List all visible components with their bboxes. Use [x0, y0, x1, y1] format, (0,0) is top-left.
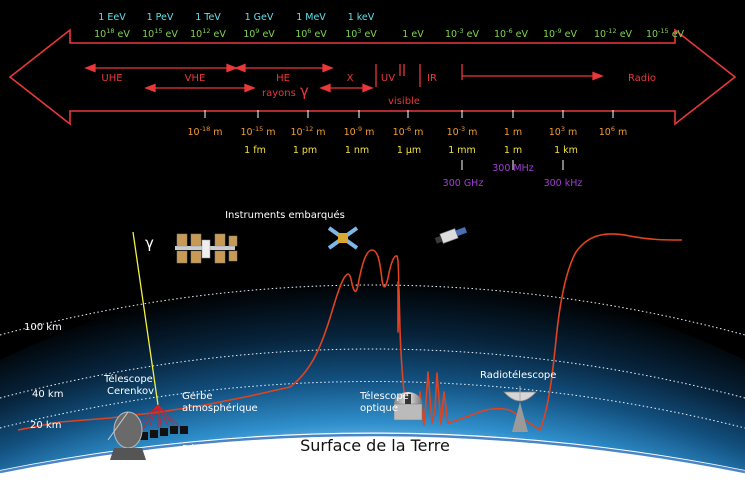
wavelength-label: 10-9 m	[344, 125, 375, 138]
energy-named-label: 1 keV	[348, 12, 375, 23]
altitude-line-40	[0, 348, 745, 399]
energy-named-label: 1 EeV	[98, 12, 126, 23]
altitude-100-label: 100 km	[24, 322, 62, 333]
scintillator-array-label: Réseau de scintillateurs	[182, 443, 246, 467]
optical-telescope-label: Télescope optique	[359, 390, 412, 414]
band-visible: visible	[388, 96, 420, 107]
energy-ev-label: 1015 eV	[142, 27, 178, 40]
earth-surface-line	[0, 433, 745, 474]
energy-named-label: 1 MeV	[296, 12, 326, 23]
wavelength-name-label: 1 m	[504, 145, 522, 156]
band-uhe: UHE	[101, 73, 122, 84]
optical-telescope-icon	[393, 392, 423, 421]
altitude-line-100	[0, 284, 745, 336]
energy-ev-label: 1018 eV	[94, 27, 130, 40]
energy-ev-label: 106 eV	[295, 27, 327, 40]
radio-telescope-icon	[503, 386, 537, 432]
wavelength-label: 103 m	[549, 125, 578, 138]
cerenkov-telescope-label: Télescope Cerenkov	[103, 373, 156, 397]
altitude-40-label: 40 km	[32, 389, 63, 400]
earth-surface-label: Surface de la Terre	[300, 436, 450, 455]
wavelength-label: 1 m	[504, 127, 522, 138]
wavelength-name-label: 1 nm	[345, 145, 369, 156]
wavelength-name-label: 1 km	[554, 145, 578, 156]
space-station-icon	[175, 233, 238, 264]
wavelength-name-label: 1 fm	[244, 145, 266, 156]
energy-named-row: 1 EeV 1 PeV 1 TeV 1 GeV 1 MeV 1 keV	[98, 12, 374, 23]
gamma-ray-symbol: γ	[145, 234, 154, 252]
air-shower-label: Gerbe atmosphérique	[182, 391, 258, 414]
wavelength-label: 10-6 m	[393, 125, 424, 138]
energy-ev-label: 10-3 eV	[445, 27, 479, 40]
energy-ev-label: 10-6 eV	[494, 27, 528, 40]
satellite-icon	[327, 226, 359, 250]
energy-ev-label: 1012 eV	[190, 27, 226, 40]
band-uv: UV	[381, 73, 395, 84]
cerenkov-telescope-icon	[107, 411, 146, 460]
wavelength-ticks	[204, 110, 614, 170]
energy-named-label: 1 TeV	[195, 12, 221, 23]
atmospheric-transmission-curve	[17, 233, 683, 431]
wavelength-label: 10-3 m	[447, 125, 478, 138]
altitude-20-label: 20 km	[30, 420, 61, 431]
energy-ev-row: 1018 eV 1015 eV 1012 eV 109 eV 106 eV 103 eV 1…	[94, 27, 684, 40]
frequency-label: 300 GHz	[443, 178, 484, 189]
wavelength-label: 10-12 m	[291, 125, 326, 138]
energy-ev-label: 10-9 eV	[543, 27, 577, 40]
wavelength-label: 10-15 m	[241, 125, 276, 138]
wavelength-label: 106 m	[599, 125, 628, 138]
gamma-ray-line	[132, 231, 159, 406]
instruments-label: Instruments embarqués	[225, 209, 345, 221]
energy-named-label: 1 PeV	[147, 12, 174, 23]
energy-ev-label: 103 eV	[345, 27, 377, 40]
satellite-icon	[434, 227, 467, 244]
wavelength-row: 10-18 m 10-15 m 10-12 m 10-9 m 10-6 m 10-3 m 1…	[188, 125, 628, 138]
band-arrows	[84, 63, 604, 93]
energy-ev-label: 109 eV	[243, 27, 275, 40]
energy-named-label: 1 GeV	[245, 12, 274, 23]
wavelength-name-row: 1 fm 1 pm 1 nm 1 µm 1 mm 1 m 1 km	[244, 145, 578, 156]
frequency-label: 300 MHz	[492, 163, 533, 174]
wavelength-label: 10-18 m	[188, 125, 223, 138]
wavelength-name-label: 1 pm	[293, 145, 317, 156]
wavelength-name-label: 1 mm	[448, 145, 476, 156]
band-x: X	[347, 73, 354, 84]
altitude-line-20	[0, 381, 745, 429]
spectrum-arrow	[8, 28, 737, 126]
band-ir: IR	[427, 73, 437, 84]
scintillator-array-icon	[140, 426, 188, 440]
energy-ev-label: 10-15 eV	[646, 27, 685, 40]
energy-ev-label: 10-12 eV	[594, 27, 633, 40]
wavelength-name-label: 1 µm	[397, 145, 421, 156]
energy-ev-label: 1 eV	[402, 29, 424, 40]
band-vhe: VHE	[185, 73, 206, 84]
radio-telescope-label: Radiotélescope	[480, 369, 556, 381]
frequency-row: 300 GHz 300 MHz 300 kHz	[443, 163, 583, 189]
band-he: HE	[276, 73, 290, 84]
band-radio: Radio	[628, 73, 656, 84]
frequency-label: 300 kHz	[544, 178, 583, 189]
